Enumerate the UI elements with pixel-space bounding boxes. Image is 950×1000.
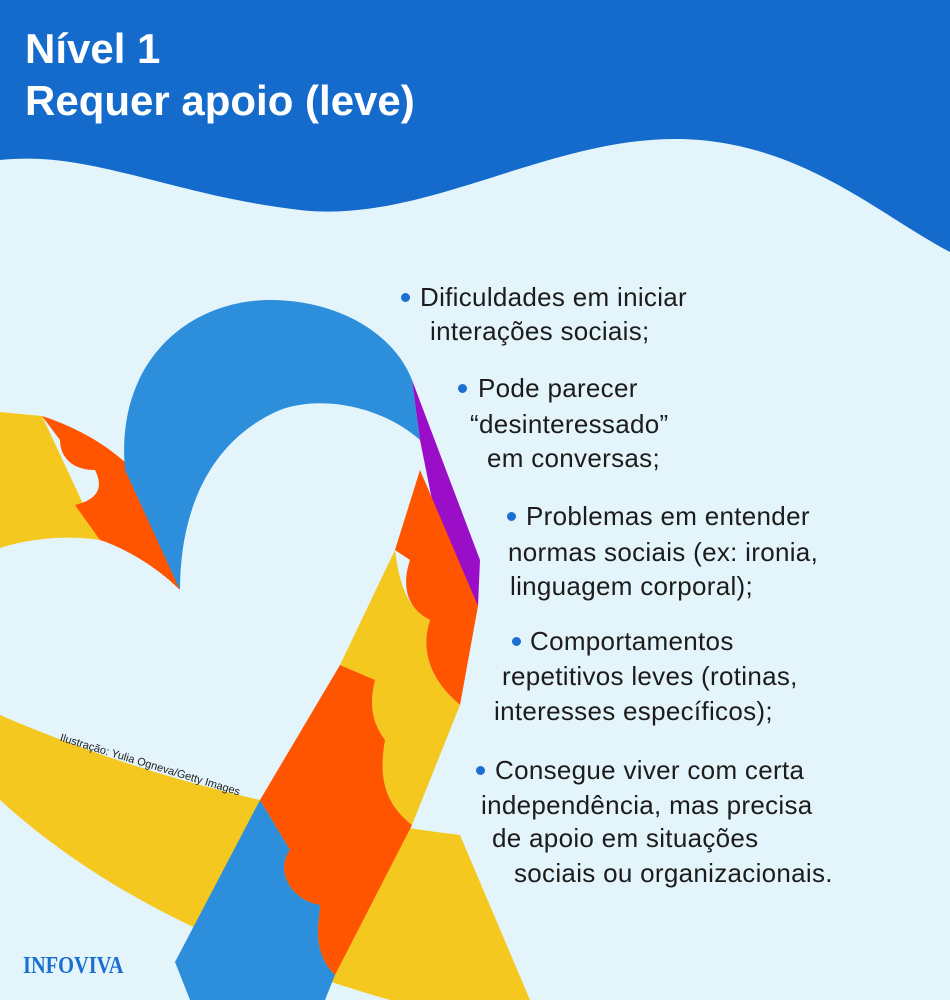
- list-item-text: interações sociais;: [430, 316, 650, 346]
- ribbon-blue-lower: [175, 800, 335, 1000]
- ribbon-orange-upper: [42, 416, 180, 590]
- list-item-text: linguagem corporal);: [510, 571, 754, 601]
- page-title-level: Nível 1: [25, 25, 161, 72]
- list-item-text: “desinteressado”: [470, 409, 669, 439]
- list-item-text: repetitivos leves (rotinas,: [502, 661, 798, 691]
- ribbon-purple: [412, 380, 480, 606]
- ribbon-yellow-upper: [0, 412, 100, 548]
- infoviva-logo: INFOVIVA: [23, 953, 124, 979]
- list-item-text: sociais ou organizacionais.: [514, 858, 833, 888]
- bullet-icon: [458, 384, 467, 393]
- ribbon-orange-lower: [260, 665, 412, 975]
- ribbon-orange-mid: [395, 470, 478, 705]
- bullet-icon: [507, 512, 516, 521]
- header-wave: [0, 0, 950, 252]
- bullet-icon: [401, 293, 410, 302]
- ribbon-blue-loop: [124, 300, 420, 590]
- ribbon-yellow-diag: [340, 550, 460, 825]
- list-item-text: independência, mas precisa: [481, 790, 813, 820]
- list-item-text: em conversas;: [487, 443, 660, 473]
- list-item-text: de apoio em situações: [492, 823, 759, 853]
- list-item-text: Pode parecer: [478, 373, 638, 403]
- list-item-text: interesses específicos);: [494, 696, 773, 726]
- list-item-text: Comportamentos: [530, 626, 734, 656]
- page-title-subtitle: Requer apoio (leve): [25, 77, 415, 124]
- list-item-text: Consegue viver com certa: [495, 755, 805, 785]
- list-item-text: Dificuldades em iniciar: [420, 282, 688, 312]
- list-item-text: normas sociais (ex: ironia,: [508, 537, 819, 567]
- bullet-icon: [476, 766, 485, 775]
- bullet-icon: [512, 637, 521, 646]
- list-item-text: Problemas em entender: [526, 501, 810, 531]
